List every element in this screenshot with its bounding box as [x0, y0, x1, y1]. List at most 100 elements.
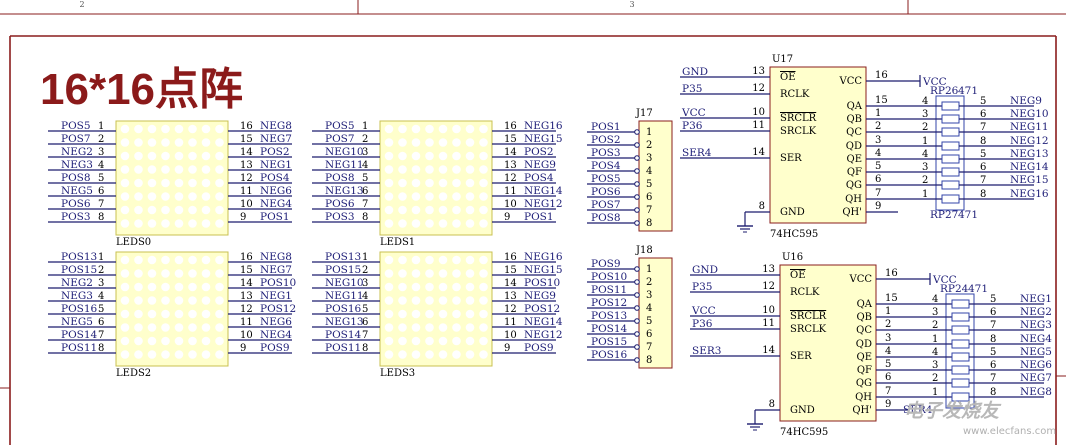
pin-number: 15	[240, 265, 253, 276]
led-dot	[134, 192, 143, 201]
pin-dot	[634, 266, 640, 272]
pin-number: 3	[362, 278, 368, 289]
led-dot	[425, 323, 434, 332]
led-dot	[438, 296, 448, 305]
led-dot	[188, 205, 197, 215]
led-dot	[465, 151, 475, 161]
right-net-label: NEG1	[260, 159, 292, 171]
led-dot	[479, 219, 488, 228]
led-dot	[174, 219, 184, 228]
resistor-pin-number: 1	[932, 387, 938, 398]
pin-number: 13	[504, 291, 517, 302]
header-designator: J18	[635, 245, 653, 256]
pin-number: 7	[362, 199, 368, 210]
watermark-url: www.elecfans.com	[963, 426, 1056, 437]
led-dot	[161, 151, 170, 161]
pin-number: 2	[362, 265, 368, 276]
right-net-label: POS12	[524, 303, 560, 315]
pin-dot	[634, 318, 640, 324]
led-dot	[215, 192, 224, 201]
ic-pin-name: QC	[846, 127, 862, 138]
led-dot	[215, 309, 224, 319]
led-dot	[134, 323, 143, 332]
left-net-label: NEG3	[61, 159, 93, 171]
header-net-label: POS7	[591, 199, 621, 211]
led-dot	[161, 165, 170, 174]
led-dot	[425, 151, 434, 161]
shift-register-blocks: U1774HC595OE13GNDRCLK12P35SRCLR10VCCSRCL…	[680, 54, 1052, 438]
header-pin-number: 1	[646, 264, 652, 275]
led-dot	[201, 178, 211, 188]
led-dot	[398, 269, 407, 278]
ic-pin-number: 16	[875, 70, 888, 81]
led-dot	[452, 296, 461, 305]
led-dot	[120, 205, 130, 215]
output-net-label: NEG10	[1010, 108, 1049, 120]
led-dot	[438, 178, 448, 188]
ic-pin-number: 11	[762, 318, 775, 329]
led-dot	[174, 296, 184, 305]
header-pin-number: 6	[646, 329, 652, 340]
ic-pin-number: 1	[875, 108, 881, 119]
header-pin-number: 8	[646, 355, 652, 366]
left-net-label: POS11	[61, 342, 97, 354]
led-dot	[215, 255, 224, 265]
led-dot	[120, 255, 130, 265]
pin-dot	[634, 344, 640, 350]
led-dot	[452, 219, 461, 228]
led-dot	[174, 192, 184, 201]
led-dot	[201, 219, 211, 228]
pin-number: 4	[362, 160, 368, 171]
ic-designator: U16	[782, 252, 803, 263]
led-dot	[384, 350, 394, 359]
led-dot	[174, 165, 184, 174]
led-dot	[465, 269, 475, 278]
led-dot	[174, 138, 184, 147]
ic-pin-name: QE	[847, 154, 863, 165]
pin-number: 14	[504, 278, 517, 289]
led-dot	[398, 350, 407, 359]
led-dot	[147, 269, 157, 278]
led-dot	[120, 192, 130, 201]
led-dot	[147, 165, 157, 174]
pin-number: 16	[504, 121, 517, 132]
led-dot	[188, 323, 197, 332]
pin-number: 6	[98, 186, 104, 197]
led-dot	[201, 138, 211, 147]
led-dot	[147, 151, 157, 161]
led-dot	[398, 309, 407, 319]
ic-pin-number: 16	[885, 268, 898, 279]
ic-input-net: SER3	[692, 345, 721, 357]
pin-number: 3	[98, 147, 104, 158]
ic-pin-name: QD	[856, 339, 872, 350]
led-dot	[147, 255, 157, 265]
resistor-network-ref: RP26	[930, 85, 959, 97]
matrix-designator: LEDS2	[116, 368, 151, 379]
led-dot	[147, 282, 157, 292]
led-dot	[465, 124, 475, 134]
pin-dot	[634, 207, 640, 213]
led-dot	[147, 205, 157, 215]
output-net-label: NEG15	[1010, 174, 1049, 186]
ic-pin-name: OE	[790, 270, 806, 281]
led-dot	[438, 282, 448, 292]
led-dot	[438, 269, 448, 278]
ic-pin-number: 2	[885, 319, 891, 330]
led-dot	[174, 255, 184, 265]
led-dot	[134, 336, 143, 346]
led-dot	[398, 282, 407, 292]
led-dot	[411, 165, 421, 174]
led-dot	[398, 165, 407, 174]
matrix-designator: LEDS0	[116, 237, 151, 248]
ic-pin-name: RCLK	[780, 89, 810, 100]
led-dot	[147, 219, 157, 228]
right-net-label: NEG7	[260, 133, 292, 145]
pin-number: 9	[240, 343, 246, 354]
led-dot	[465, 309, 475, 319]
led-dot	[174, 336, 184, 346]
